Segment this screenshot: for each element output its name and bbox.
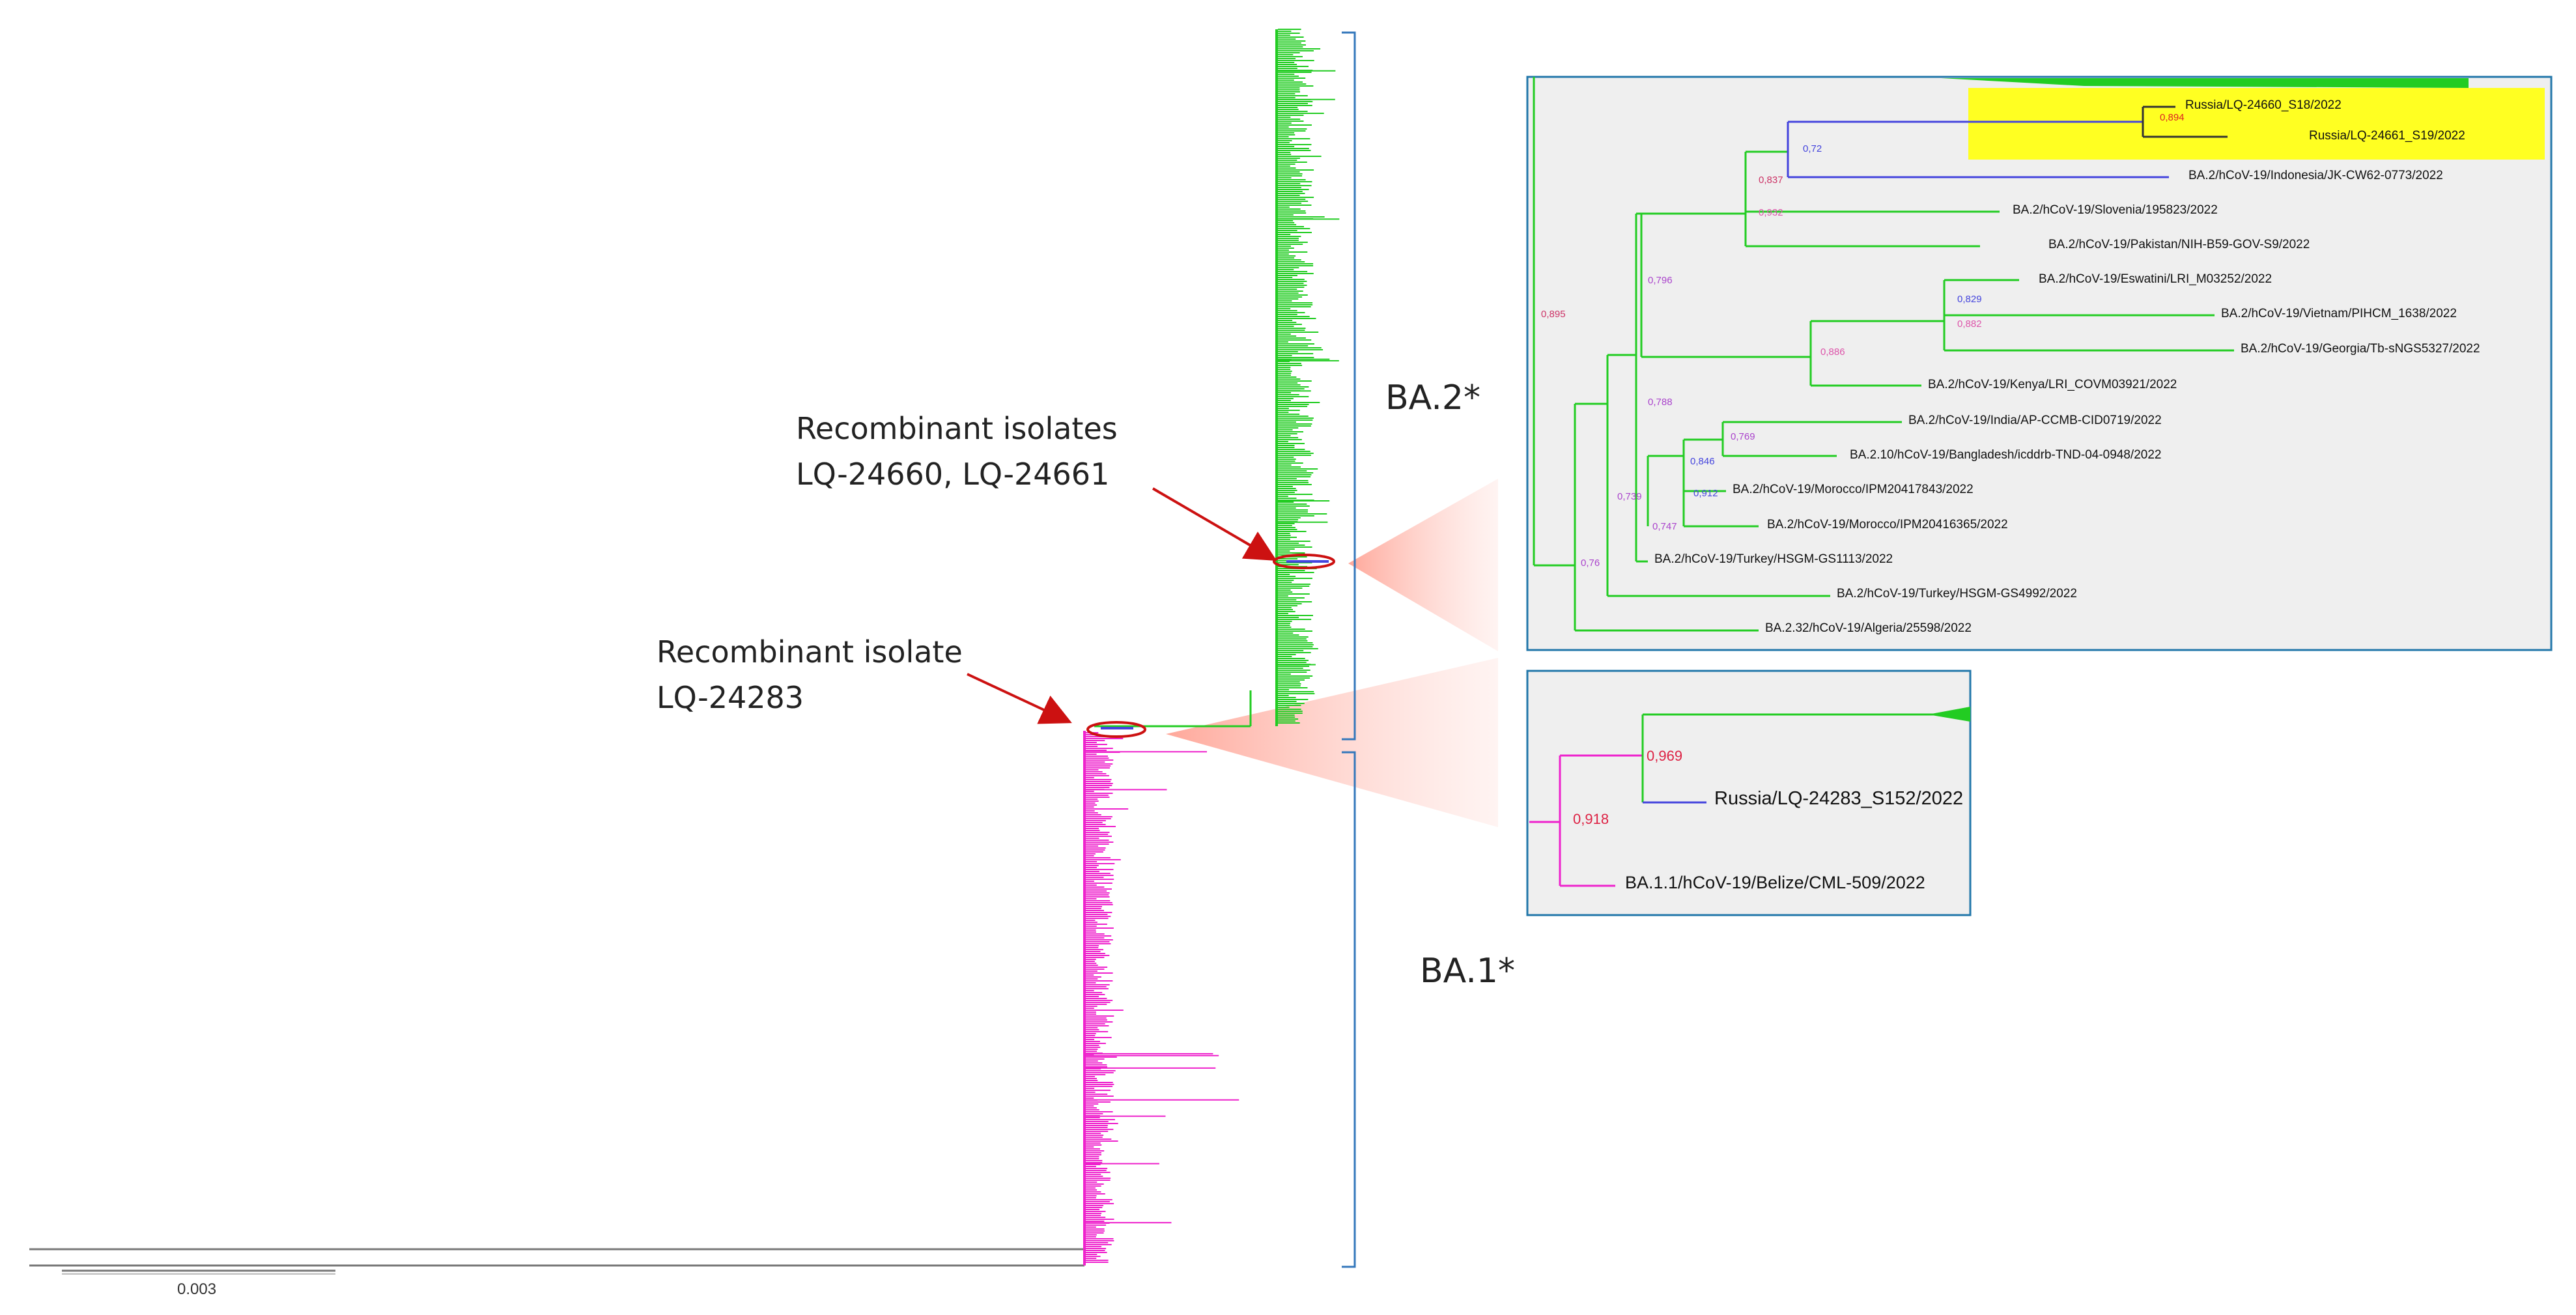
support-value: 0,747 (1652, 521, 1677, 532)
support-value: 0,912 (1693, 488, 1718, 499)
inset-ba2-collapsed-clade (1941, 78, 2469, 88)
annotation-recombinant-top-line1: Recombinant isolates (796, 411, 1118, 446)
support-value: 0,788 (1648, 397, 1673, 408)
support-value: 0,895 (1541, 309, 1566, 320)
leaf-label: BA.2/hCoV-19/Pakistan/NIH-B59-GOV-S9/202… (2048, 238, 2310, 251)
leaf-label: BA.2/hCoV-19/Georgia/Tb-sNGS5327/2022 (2241, 342, 2480, 356)
recombinant-circle-bottom (1086, 721, 1146, 738)
leaf-label: BA.2/hCoV-19/Vietnam/PIHCM_1638/2022 (2221, 307, 2457, 320)
leaf-label: Russia/LQ-24283_S152/2022 (1714, 788, 1964, 809)
pointer-arrow-top (1152, 487, 1277, 561)
leaf-label: BA.2/hCoV-19/India/AP-CCMB-CID0719/2022 (1908, 414, 2162, 427)
leaf-label: BA.2.10/hCoV-19/Bangladesh/icddrb-TND-04… (1850, 448, 2162, 462)
support-value: 0,918 (1573, 811, 1609, 827)
inset-ba1-frame (1526, 670, 1972, 916)
leaf-label: BA.2/hCoV-19/Turkey/HSGM-GS4992/2022 (1837, 587, 2077, 601)
zoom-cone-ba2 (1348, 479, 1498, 651)
support-value: 0,739 (1617, 491, 1642, 502)
ba1-clade-branches (1086, 732, 1239, 1263)
inset-ba1-collapsed-clade (1928, 707, 1970, 722)
leaf-label: BA.2/hCoV-19/Slovenia/195823/2022 (2013, 203, 2218, 217)
clade-label-ba1: BA.1* (1420, 952, 1515, 991)
clade-branch-bundle (1278, 29, 1327, 724)
support-value: 0,932 (1759, 207, 1783, 218)
support-value: 0,829 (1957, 294, 1982, 305)
annotation-recombinant-bottom-line2: LQ-24283 (657, 680, 804, 715)
annotation-recombinant-top-line2: LQ-24660, LQ-24661 (796, 457, 1110, 492)
clade-branch-bundle (1086, 732, 1129, 1263)
recombinant-circle-top (1273, 554, 1335, 569)
clade-connector (1094, 690, 1252, 728)
inset-ba1 (1526, 670, 1972, 916)
support-value: 0,837 (1759, 175, 1783, 186)
leaf-label: BA.2/hCoV-19/Turkey/HSGM-GS1113/2022 (1654, 552, 1893, 566)
inset-ba2-highlight (1968, 88, 2545, 160)
zoom-cone-ba1 (1166, 658, 1498, 827)
support-value: 0,882 (1957, 318, 1982, 330)
support-value: 0,886 (1820, 346, 1845, 358)
bracket-ba1 (1342, 751, 1356, 1268)
annotation-recombinant-bottom-line1: Recombinant isolate (657, 634, 963, 670)
leaf-label: BA.2.32/hCoV-19/Algeria/25598/2022 (1765, 621, 1972, 635)
tree-root-branches (29, 1248, 1086, 1267)
support-value: 0,769 (1731, 431, 1755, 442)
highlighted-leaf-label: Russia/LQ-24661_S19/2022 (2309, 129, 2465, 143)
leaf-label: BA.2/hCoV-19/Morocco/IPM20417843/2022 (1733, 483, 1974, 496)
highlighted-leaf-label: Russia/LQ-24660_S18/2022 (2185, 98, 2342, 112)
ba2-clade-branches (1278, 29, 1340, 724)
clade-label-ba2: BA.2* (1385, 378, 1480, 417)
leaf-label: BA.2/hCoV-19/Kenya/LRI_COVM03921/2022 (1928, 378, 2177, 391)
support-value: 0,76 (1581, 558, 1600, 569)
bracket-ba2 (1342, 31, 1356, 741)
support-value: 0,894 (2160, 112, 2185, 123)
leaf-label: BA.2/hCoV-19/Eswatini/LRI_M03252/2022 (2039, 272, 2272, 286)
support-value: 0,846 (1690, 456, 1715, 467)
leaf-label: BA.2/hCoV-19/Indonesia/JK-CW62-0773/2022 (2188, 169, 2443, 182)
support-value: 0,796 (1648, 275, 1673, 286)
inset-ba2 (1526, 76, 2553, 651)
leaf-label: BA.1.1/hCoV-19/Belize/CML-509/2022 (1625, 873, 1925, 892)
support-value: 0,72 (1803, 143, 1822, 154)
support-value: 0,969 (1647, 748, 1683, 764)
scale-bar-label: 0.003 (177, 1280, 217, 1298)
leaf-label: BA.2/hCoV-19/Morocco/IPM20416365/2022 (1767, 518, 2008, 531)
inset-ba2-frame (1526, 76, 2553, 651)
pointer-arrow-bottom (967, 673, 1072, 724)
